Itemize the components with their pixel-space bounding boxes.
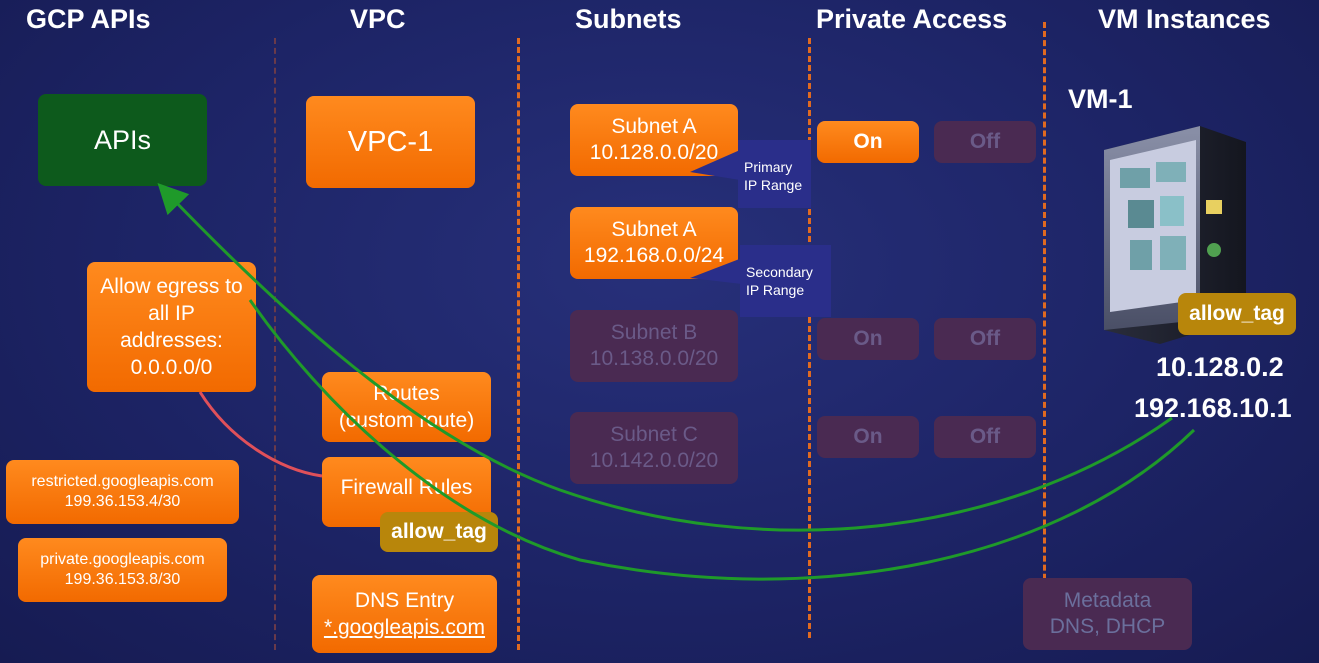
subnet-range: 10.142.0.0/20 — [589, 449, 719, 472]
on-label: On — [853, 327, 883, 350]
private-access-off-button[interactable]: Off — [934, 416, 1036, 458]
vpc-label: VPC-1 — [347, 125, 434, 158]
private-ip: 199.36.153.8/30 — [64, 571, 181, 588]
routes-line1: Routes — [373, 382, 440, 405]
subnet-name: Subnet C — [610, 423, 698, 446]
private-host: private.googleapis.com — [40, 551, 205, 568]
subnet-range: 10.138.0.0/20 — [589, 347, 719, 370]
note-line: Primary — [744, 159, 793, 175]
header-vpc: VPC — [350, 4, 406, 34]
divider-line — [808, 38, 811, 638]
subnet-name: Subnet A — [611, 115, 697, 138]
note-line: Secondary — [746, 264, 813, 280]
dns-line2: *.googleapis.com — [323, 616, 486, 639]
subnet-box: Subnet B 10.138.0.0/20 — [570, 310, 738, 382]
divider-line — [1043, 22, 1046, 634]
restricted-apis-box: restricted.googleapis.com 199.36.153.4/3… — [6, 460, 239, 524]
egress-line: 0.0.0.0/0 — [130, 356, 213, 379]
subnet-range: 192.168.0.0/24 — [583, 244, 725, 267]
dns-entry-box: DNS Entry *.googleapis.com — [312, 575, 497, 653]
subnet-box: Subnet C 10.142.0.0/20 — [570, 412, 738, 484]
subnet-range: 10.128.0.0/20 — [589, 141, 719, 164]
routes-line2: (custom route) — [338, 409, 475, 432]
egress-line: all IP — [148, 302, 195, 325]
divider-line — [517, 38, 520, 650]
header-private-access: Private Access — [816, 4, 1008, 34]
vm-ip-primary: 10.128.0.2 — [1156, 352, 1284, 382]
apis-box: APIs — [38, 94, 207, 186]
primary-range-note: Primary IP Range — [738, 140, 811, 208]
private-access-off-button[interactable]: Off — [934, 121, 1036, 163]
divider-line — [274, 38, 276, 650]
secondary-range-note: Secondary IP Range — [740, 245, 831, 317]
note-line: IP Range — [746, 282, 805, 298]
header-subnets: Subnets — [575, 4, 682, 34]
header-gcp-apis: GCP APIs — [26, 4, 151, 34]
note-line: IP Range — [744, 177, 803, 193]
off-label: Off — [969, 327, 1001, 350]
vpc-box: VPC-1 — [306, 96, 475, 188]
apis-label: APIs — [93, 124, 152, 155]
vm-ip-secondary: 192.168.10.1 — [1134, 393, 1292, 423]
off-label: Off — [969, 425, 1001, 448]
metadata-box: Metadata DNS, DHCP — [1023, 578, 1192, 650]
firewall-tag: allow_tag — [380, 512, 498, 552]
on-label: On — [853, 425, 883, 448]
private-apis-box: private.googleapis.com 199.36.153.8/30 — [18, 538, 227, 602]
subnet-name: Subnet A — [611, 218, 697, 241]
off-label: Off — [969, 130, 1001, 153]
vm-tag: allow_tag — [1178, 293, 1296, 335]
private-access-on-button[interactable]: On — [817, 416, 919, 458]
egress-line: Allow egress to — [100, 275, 243, 298]
metadata-line1: Metadata — [1063, 589, 1152, 612]
private-access-off-button[interactable]: Off — [934, 318, 1036, 360]
subnet-name: Subnet B — [610, 321, 698, 344]
private-access-on-button[interactable]: On — [817, 318, 919, 360]
restricted-ip: 199.36.153.4/30 — [64, 493, 181, 510]
metadata-line2: DNS, DHCP — [1049, 615, 1166, 638]
header-vm-instances: VM Instances — [1098, 4, 1271, 34]
egress-line: addresses: — [120, 329, 223, 352]
private-access-on-button[interactable]: On — [817, 121, 919, 163]
restricted-host: restricted.googleapis.com — [31, 473, 214, 490]
egress-rule-box: Allow egress to all IP addresses: 0.0.0.… — [87, 262, 256, 392]
subnet-box: Subnet A 192.168.0.0/24 — [570, 207, 738, 279]
subnet-box: Subnet A 10.128.0.0/20 — [570, 104, 738, 176]
on-label: On — [853, 130, 883, 153]
dns-line1: DNS Entry — [354, 589, 455, 612]
vm-name: VM-1 — [1068, 84, 1133, 114]
